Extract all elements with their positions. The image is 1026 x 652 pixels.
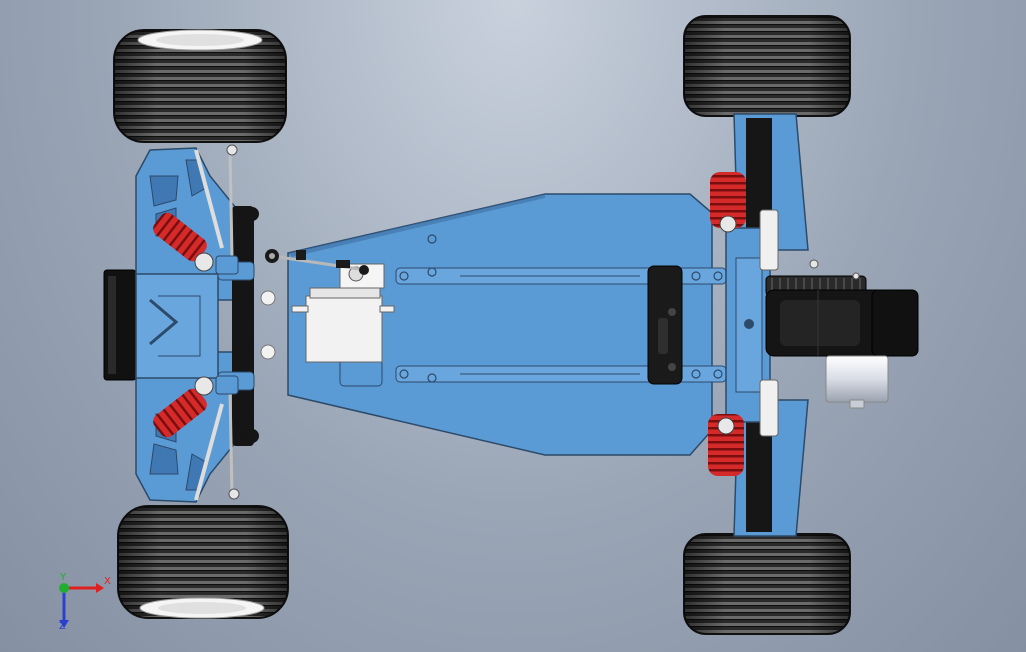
- rear-left-wheel[interactable]: [683, 15, 851, 117]
- z-axis-label: Z: [59, 621, 66, 632]
- y-axis-dot: [59, 583, 69, 593]
- front-bumper[interactable]: [103, 269, 137, 381]
- front-tie-rods[interactable]: [194, 149, 234, 501]
- fasteners: [226, 144, 860, 500]
- steering-link[interactable]: [265, 249, 369, 275]
- rear-right-wheel[interactable]: [683, 533, 851, 635]
- rear-shock-left[interactable]: [710, 172, 746, 233]
- gearbox[interactable]: [765, 289, 919, 357]
- chassis-plate[interactable]: [287, 193, 727, 456]
- rear-bulkhead[interactable]: [725, 209, 779, 437]
- y-axis-label: Y: [60, 572, 67, 583]
- rear-suspension-arm-right[interactable]: [733, 399, 809, 537]
- x-axis-arrowhead: [96, 583, 104, 593]
- battery-strap[interactable]: [647, 265, 683, 385]
- front-shock-left[interactable]: [150, 210, 239, 275]
- coordinate-triad: [59, 583, 104, 628]
- front-right-wheel[interactable]: [117, 505, 289, 619]
- z-axis-arrowhead: [59, 620, 69, 628]
- front-shock-right[interactable]: [150, 375, 239, 440]
- steering-servo[interactable]: [291, 263, 395, 387]
- x-axis-label: X: [104, 576, 111, 587]
- rear-shock-right[interactable]: [708, 414, 744, 476]
- motor[interactable]: [825, 355, 889, 409]
- front-left-wheel[interactable]: [113, 29, 287, 143]
